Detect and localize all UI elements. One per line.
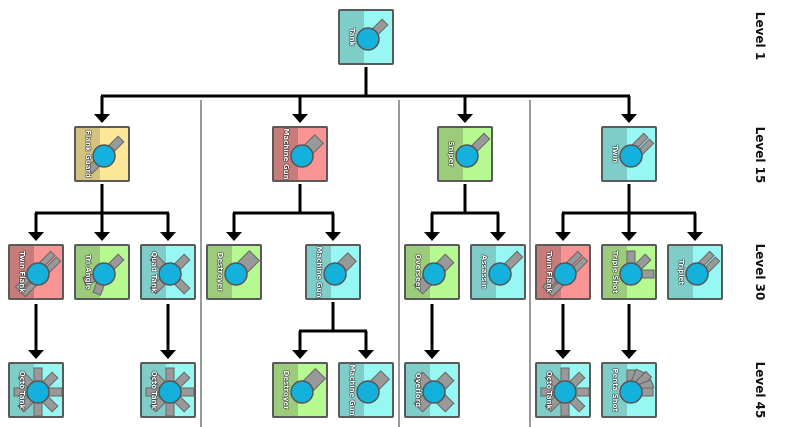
arrow-head <box>457 114 473 123</box>
tank-node-machine-gun: Machine Gun <box>338 362 394 418</box>
node-label: Triplet <box>677 259 685 285</box>
tank-node-penta-shot: Penta Shot <box>601 362 657 418</box>
arrow-head <box>555 350 571 359</box>
tank-icon <box>356 18 389 51</box>
arrow-head <box>490 232 506 241</box>
node-label: Overlord <box>414 372 422 408</box>
node-label: Machine Gun <box>348 364 356 416</box>
tank-node-sniper: Sniper <box>437 126 493 182</box>
arrow-head <box>28 350 44 359</box>
tank-icon <box>540 367 589 416</box>
tank-node-machine-gun: Machine Gun <box>272 126 328 182</box>
tank-icon <box>85 135 125 175</box>
tank-icon <box>619 250 655 286</box>
node-label: Machine Gun <box>315 246 323 298</box>
tank-icon <box>323 252 357 286</box>
tank-node-twin: Twin <box>601 126 657 182</box>
tank-node-octo-tank: Octo-Tank <box>8 362 64 418</box>
node-label: Overseer <box>414 254 422 290</box>
arrow-head <box>94 232 110 241</box>
tank-node-octo-tank: Octo-Tank <box>535 362 591 418</box>
node-label: Quad Tank <box>150 251 158 293</box>
branch-divider <box>529 100 531 427</box>
tank-node-flank-guard: Flank Guard <box>74 126 130 182</box>
tank-node-quad-tank: Quad Tank <box>140 244 196 300</box>
tank-node-destroyer: Destroyer <box>272 362 328 418</box>
arrow-head <box>160 350 176 359</box>
node-label: Octo-Tank <box>18 370 26 410</box>
tank-icon <box>13 367 62 416</box>
arrow-head <box>94 114 110 123</box>
tank-node-overseer: Overseer <box>404 244 460 300</box>
tank-node-assassin: Assassin <box>470 244 526 300</box>
node-label: Twin <box>611 145 619 163</box>
tank-node-destroyer: Destroyer <box>206 244 262 300</box>
node-label: Assassin <box>480 254 488 290</box>
arrow-head <box>358 350 374 359</box>
tank-icon <box>290 367 326 404</box>
arrow-head <box>28 232 44 241</box>
tank-node-twin-flank: Twin Flank <box>8 244 64 300</box>
arrow-head <box>621 350 637 359</box>
arrow-head <box>555 232 571 241</box>
level-label: Level 30 <box>753 243 767 301</box>
branch-divider <box>398 100 400 427</box>
tank-node-twin-flank: Twin Flank <box>535 244 591 300</box>
arrow-head <box>621 114 637 123</box>
tank-icon <box>619 132 655 168</box>
arrow-head <box>226 232 242 241</box>
tank-icon <box>356 370 390 404</box>
tank-icon <box>149 253 191 295</box>
level-label: Level 1 <box>753 11 767 61</box>
arrow-head <box>424 232 440 241</box>
tank-icon <box>488 250 524 286</box>
node-label: Twin Flank <box>18 251 26 293</box>
branch-divider <box>200 100 202 427</box>
tank-icon <box>413 253 455 295</box>
node-label: Sniper <box>447 141 455 167</box>
tank-icon <box>224 249 260 286</box>
level-label: Level 45 <box>753 361 767 419</box>
tank-icon <box>145 367 194 416</box>
tank-icon <box>290 134 324 168</box>
tank-node-triplet: Triplet <box>667 244 723 300</box>
node-label: Octo-Tank <box>150 370 158 410</box>
tank-icon <box>455 132 491 168</box>
node-label: Penta Shot <box>611 368 619 412</box>
arrow-head <box>424 350 440 359</box>
tank-node-triple-shot: Triple Shot <box>601 244 657 300</box>
tank-node-tri-angle: Tri-Angle <box>74 244 130 300</box>
tank-node-machine-gun: Machine Gun <box>305 244 361 300</box>
node-label: Twin Flank <box>545 251 553 293</box>
node-label: Triple Shot <box>611 250 619 294</box>
level-label: Level 15 <box>753 126 767 184</box>
arrow-head <box>292 114 308 123</box>
node-label: Destroyer <box>282 370 290 410</box>
tank-icon <box>541 250 589 298</box>
tank-node-overlord: Overlord <box>404 362 460 418</box>
tank-icon <box>413 371 455 413</box>
node-label: Machine Gun <box>282 128 290 180</box>
tank-node-octo-tank: Octo-Tank <box>140 362 196 418</box>
tank-node-tank: Tank <box>338 9 394 65</box>
tank-icon <box>14 250 62 298</box>
node-label: Flank Guard <box>84 130 92 178</box>
tank-icon <box>685 250 721 286</box>
arrow-head <box>325 232 341 241</box>
node-label: Destroyer <box>216 252 224 292</box>
node-label: Octo-Tank <box>545 370 553 410</box>
tank-icon <box>82 253 125 296</box>
arrow-head <box>160 232 176 241</box>
arrow-head <box>292 350 308 359</box>
arrow-head <box>621 232 637 241</box>
tank-icon <box>619 368 655 404</box>
node-label: Tank <box>348 27 356 47</box>
node-label: Tri-Angle <box>84 254 92 290</box>
arrow-head <box>687 232 703 241</box>
